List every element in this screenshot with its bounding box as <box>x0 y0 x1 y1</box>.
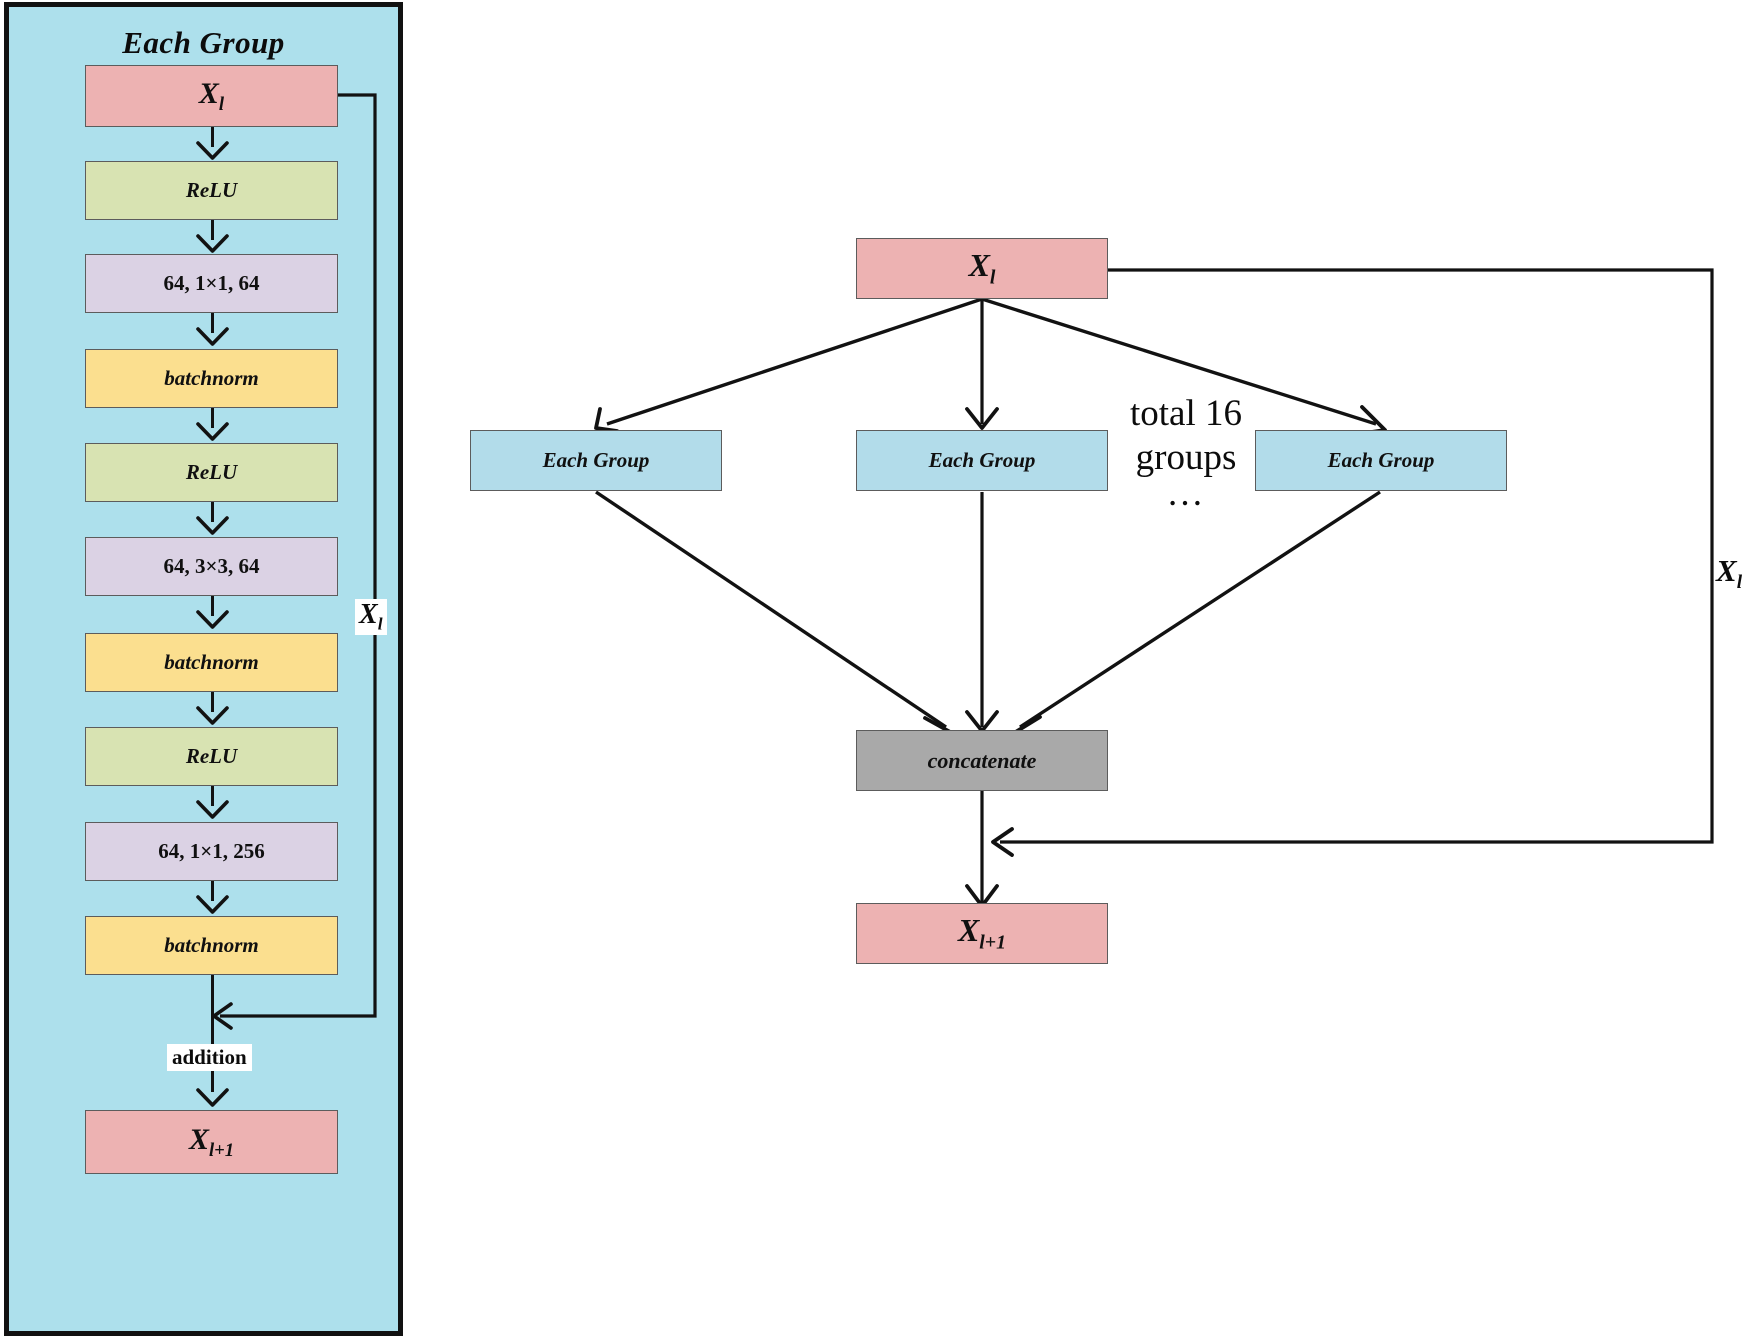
right-block-each-group-3: Each Group <box>1255 430 1507 491</box>
left-block-batchnorm-3: batchnorm <box>85 916 338 975</box>
right-block-label: Each Group <box>1327 448 1435 472</box>
ellipsis-label: … <box>1166 473 1206 515</box>
left-block-x-l-plus-1: Xl+1 <box>85 1110 338 1174</box>
right-block-label: Each Group <box>928 448 1036 472</box>
left-block-relu-1: ReLU <box>85 161 338 220</box>
right-block-label: Xl+1 <box>957 912 1007 954</box>
right-block-x-l-plus-1: Xl+1 <box>856 903 1108 964</box>
left-block-label: ReLU <box>185 744 238 768</box>
left-arrow-shaft <box>211 786 214 806</box>
left-block-relu-2: ReLU <box>85 443 338 502</box>
left-arrow-head <box>196 895 229 914</box>
right-block-concatenate: concatenate <box>856 730 1108 791</box>
left-arrow-head <box>196 706 229 725</box>
left-block-label: 64, 3×3, 64 <box>163 554 260 578</box>
left-block-conv-1x1-256: 64, 1×1, 256 <box>85 822 338 881</box>
left-arrow-head <box>196 610 229 629</box>
left-block-label: 64, 1×1, 64 <box>163 271 260 295</box>
left-arrow-head <box>196 800 229 819</box>
left-arrow-shaft <box>211 408 214 428</box>
left-block-x-l: Xl <box>85 65 338 127</box>
left-block-label: batchnorm <box>164 650 259 674</box>
left-block-label: Xl <box>198 76 225 115</box>
left-block-label: ReLU <box>185 178 238 202</box>
right-block-each-group-2: Each Group <box>856 430 1108 491</box>
left-block-label: 64, 1×1, 256 <box>158 839 265 863</box>
right-block-x-l: Xl <box>856 238 1108 299</box>
right-block-label: Xl <box>968 247 996 289</box>
left-block-batchnorm-2: batchnorm <box>85 633 338 692</box>
addition-label: addition <box>167 1044 252 1071</box>
left-block-batchnorm-1: batchnorm <box>85 349 338 408</box>
left-block-label: ReLU <box>185 460 238 484</box>
left-block-conv-3x3-64: 64, 3×3, 64 <box>85 537 338 596</box>
left-arrow-shaft <box>211 220 214 240</box>
left-block-label: batchnorm <box>164 366 259 390</box>
left-arrow-head <box>196 141 229 160</box>
left-arrow-head <box>196 234 229 253</box>
left-arrow-shaft <box>211 596 214 616</box>
total-groups-line-1: total 16 <box>1129 393 1242 434</box>
right-block-label: Each Group <box>542 448 650 472</box>
total-groups-note: total 16 groups … <box>1118 392 1254 515</box>
each-group-detail-panel: Each Group Xl ReLU 64, 1×1, 64 batchnorm… <box>4 2 403 1336</box>
total-groups-line-2: groups <box>1135 436 1237 478</box>
right-block-each-group-1: Each Group <box>470 430 722 491</box>
left-arrow-head <box>196 422 229 441</box>
left-arrow-shaft <box>211 881 214 901</box>
left-block-conv-1x1-64: 64, 1×1, 64 <box>85 254 338 313</box>
panel-title: Each Group <box>122 25 285 60</box>
left-arrow-head <box>196 327 229 346</box>
left-arrow-head <box>196 1088 229 1107</box>
left-arrow-shaft-addition <box>211 975 214 1092</box>
left-arrow-shaft <box>211 502 214 522</box>
right-skip-label: Xl <box>1714 552 1745 596</box>
left-block-relu-3: ReLU <box>85 727 338 786</box>
right-block-label: concatenate <box>927 747 1037 773</box>
left-skip-label: Xl <box>355 599 387 635</box>
left-block-label: Xl+1 <box>188 1122 235 1161</box>
left-arrow-head <box>196 516 229 535</box>
left-arrow-shaft <box>211 313 214 333</box>
left-arrow-shaft <box>211 692 214 712</box>
left-block-label: batchnorm <box>164 933 259 957</box>
left-arrow-shaft <box>211 127 214 147</box>
